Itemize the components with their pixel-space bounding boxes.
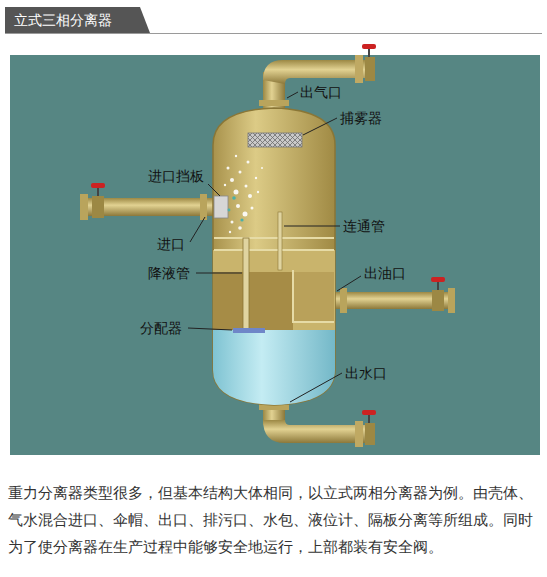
background-panel [10, 55, 540, 455]
flange [200, 194, 207, 220]
part-label: 降液管 [148, 265, 190, 281]
flange [259, 100, 289, 106]
downcomer [243, 238, 249, 330]
flange [80, 194, 88, 220]
part-label: 出油口 [364, 265, 406, 281]
title-rule [5, 33, 542, 34]
valve-stem [97, 187, 99, 196]
valve-handle [431, 277, 445, 282]
droplets [224, 155, 263, 233]
valve [432, 290, 444, 311]
part-label: 分配器 [140, 320, 182, 336]
part-label: 出水口 [345, 365, 387, 381]
valve [365, 57, 375, 81]
water-layer [213, 330, 335, 410]
gas-pipe [263, 60, 365, 84]
part-label: 出气口 [300, 84, 342, 100]
oil-weir [293, 270, 334, 322]
connecting-pipe [278, 212, 282, 270]
separation-plate [214, 237, 334, 239]
mist-eliminator [248, 133, 302, 147]
water-pipe [263, 420, 365, 443]
title-tab [5, 7, 150, 33]
valve-handle [362, 410, 376, 415]
caption-paragraph: 重力分离器类型很多，但基本结构大体相同，以立式两相分离器为例。由壳体、气水混合进… [8, 480, 542, 561]
valve-stem [368, 48, 370, 57]
droplets [228, 196, 244, 221]
title-text: 立式三相分离器 [14, 10, 112, 30]
part-label: 进口挡板 [148, 168, 204, 184]
valve [355, 421, 363, 447]
valve [355, 55, 363, 83]
valve-stem [368, 414, 370, 423]
liquid-chamber [213, 250, 335, 330]
separation-plate [214, 249, 334, 251]
oil-box [294, 272, 334, 321]
inlet-baffle [214, 196, 228, 218]
part-label: 进口 [157, 236, 185, 252]
valve [365, 423, 375, 445]
part-label: 连通管 [343, 218, 385, 234]
flange [448, 288, 455, 313]
flange [340, 288, 347, 313]
leader-line [188, 92, 361, 402]
valve-stem [437, 281, 439, 290]
distributor [233, 328, 265, 333]
oil-layer [213, 272, 293, 330]
valve [92, 196, 104, 218]
part-label: 捕雾器 [340, 110, 382, 126]
valve-handle [91, 183, 105, 188]
valve-handle [362, 44, 376, 49]
